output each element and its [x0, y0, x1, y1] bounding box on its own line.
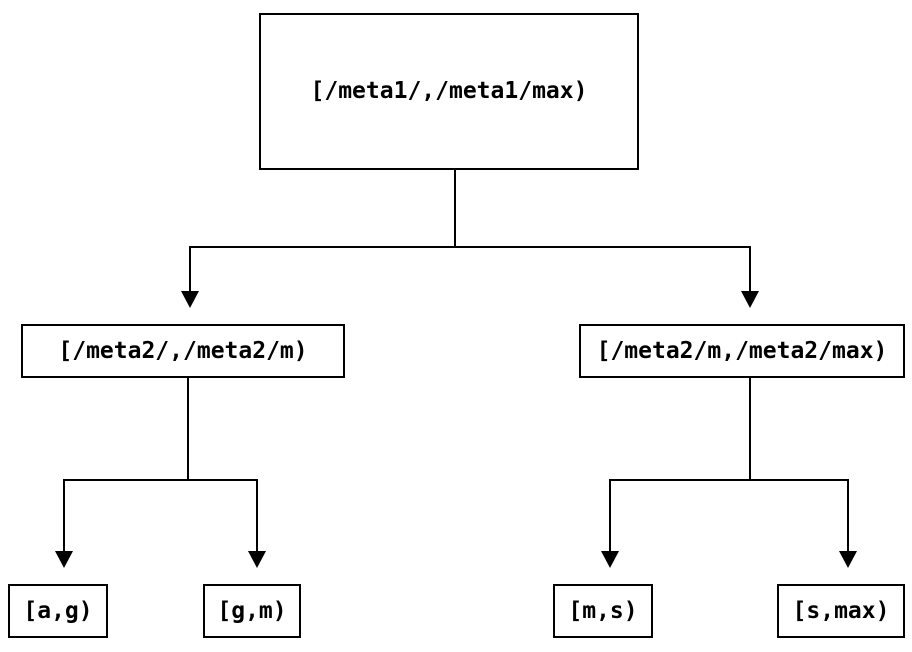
edge-mid-left-to-leaf-2	[187, 378, 258, 551]
tree-node-mid-left: [/meta2/,/meta2/m)	[21, 324, 345, 378]
tree-node-leaf-1: [a,g)	[8, 584, 108, 638]
edge-root-to-mid-left	[189, 170, 456, 291]
edge-mid-right-to-leaf-4	[749, 378, 849, 551]
arrowhead-down-icon	[248, 551, 266, 568]
edge-mid-right-to-leaf-3	[609, 378, 751, 551]
tree-node-leaf-2: [g,m)	[203, 584, 301, 638]
arrowhead-down-icon	[181, 291, 199, 308]
tree-node-leaf-3: [m,s)	[553, 584, 653, 638]
arrowhead-down-icon	[55, 551, 73, 568]
arrowhead-down-icon	[601, 551, 619, 568]
edge-root-to-mid-right	[454, 170, 751, 291]
tree-node-leaf-4: [s,max)	[777, 584, 905, 638]
arrowhead-down-icon	[839, 551, 857, 568]
tree-node-mid-right: [/meta2/m,/meta2/max)	[579, 324, 905, 378]
arrowhead-down-icon	[741, 291, 759, 308]
edge-mid-left-to-leaf-1	[63, 378, 189, 551]
tree-node-root: [/meta1/,/meta1/max)	[259, 13, 639, 170]
